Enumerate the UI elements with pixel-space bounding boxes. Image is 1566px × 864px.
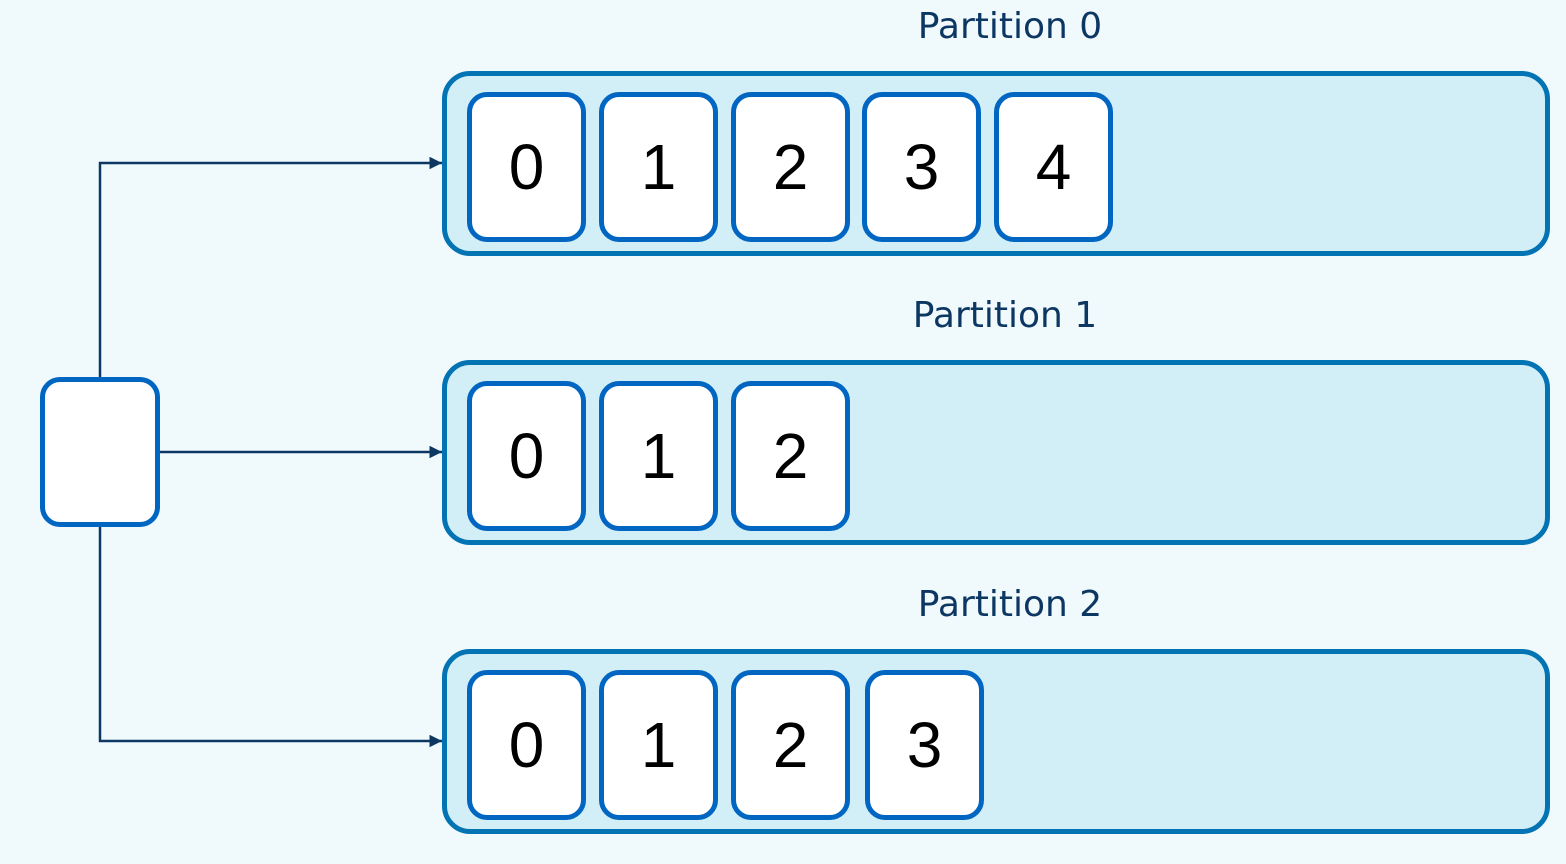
- partition-0-record: 4: [994, 92, 1113, 242]
- partition-0-record: 3: [862, 92, 981, 242]
- connector-partition-0: [98, 156, 442, 377]
- partition-1: 0 1 2: [442, 360, 1550, 545]
- partition-0-label: Partition 0: [917, 6, 1103, 47]
- partition-0-record: 1: [599, 92, 718, 242]
- partition-1-record: 1: [599, 381, 718, 531]
- partition-2-label: Partition 2: [917, 584, 1103, 625]
- partition-1-label: Partition 1: [912, 295, 1098, 336]
- connector-partition-2: [98, 527, 442, 748]
- partition-0-record: 2: [731, 92, 850, 242]
- partition-0: 0 1 2 3 4: [442, 71, 1550, 256]
- partition-0-record: 0: [467, 92, 586, 242]
- partition-2-record: 0: [467, 670, 586, 820]
- partition-1-record: 0: [467, 381, 586, 531]
- partition-2: 0 1 2 3: [442, 649, 1550, 834]
- partition-2-record: 2: [731, 670, 850, 820]
- partition-2-record: 3: [865, 670, 984, 820]
- producer-node: [40, 377, 160, 527]
- partition-1-record: 2: [731, 381, 850, 531]
- partition-2-record: 1: [599, 670, 718, 820]
